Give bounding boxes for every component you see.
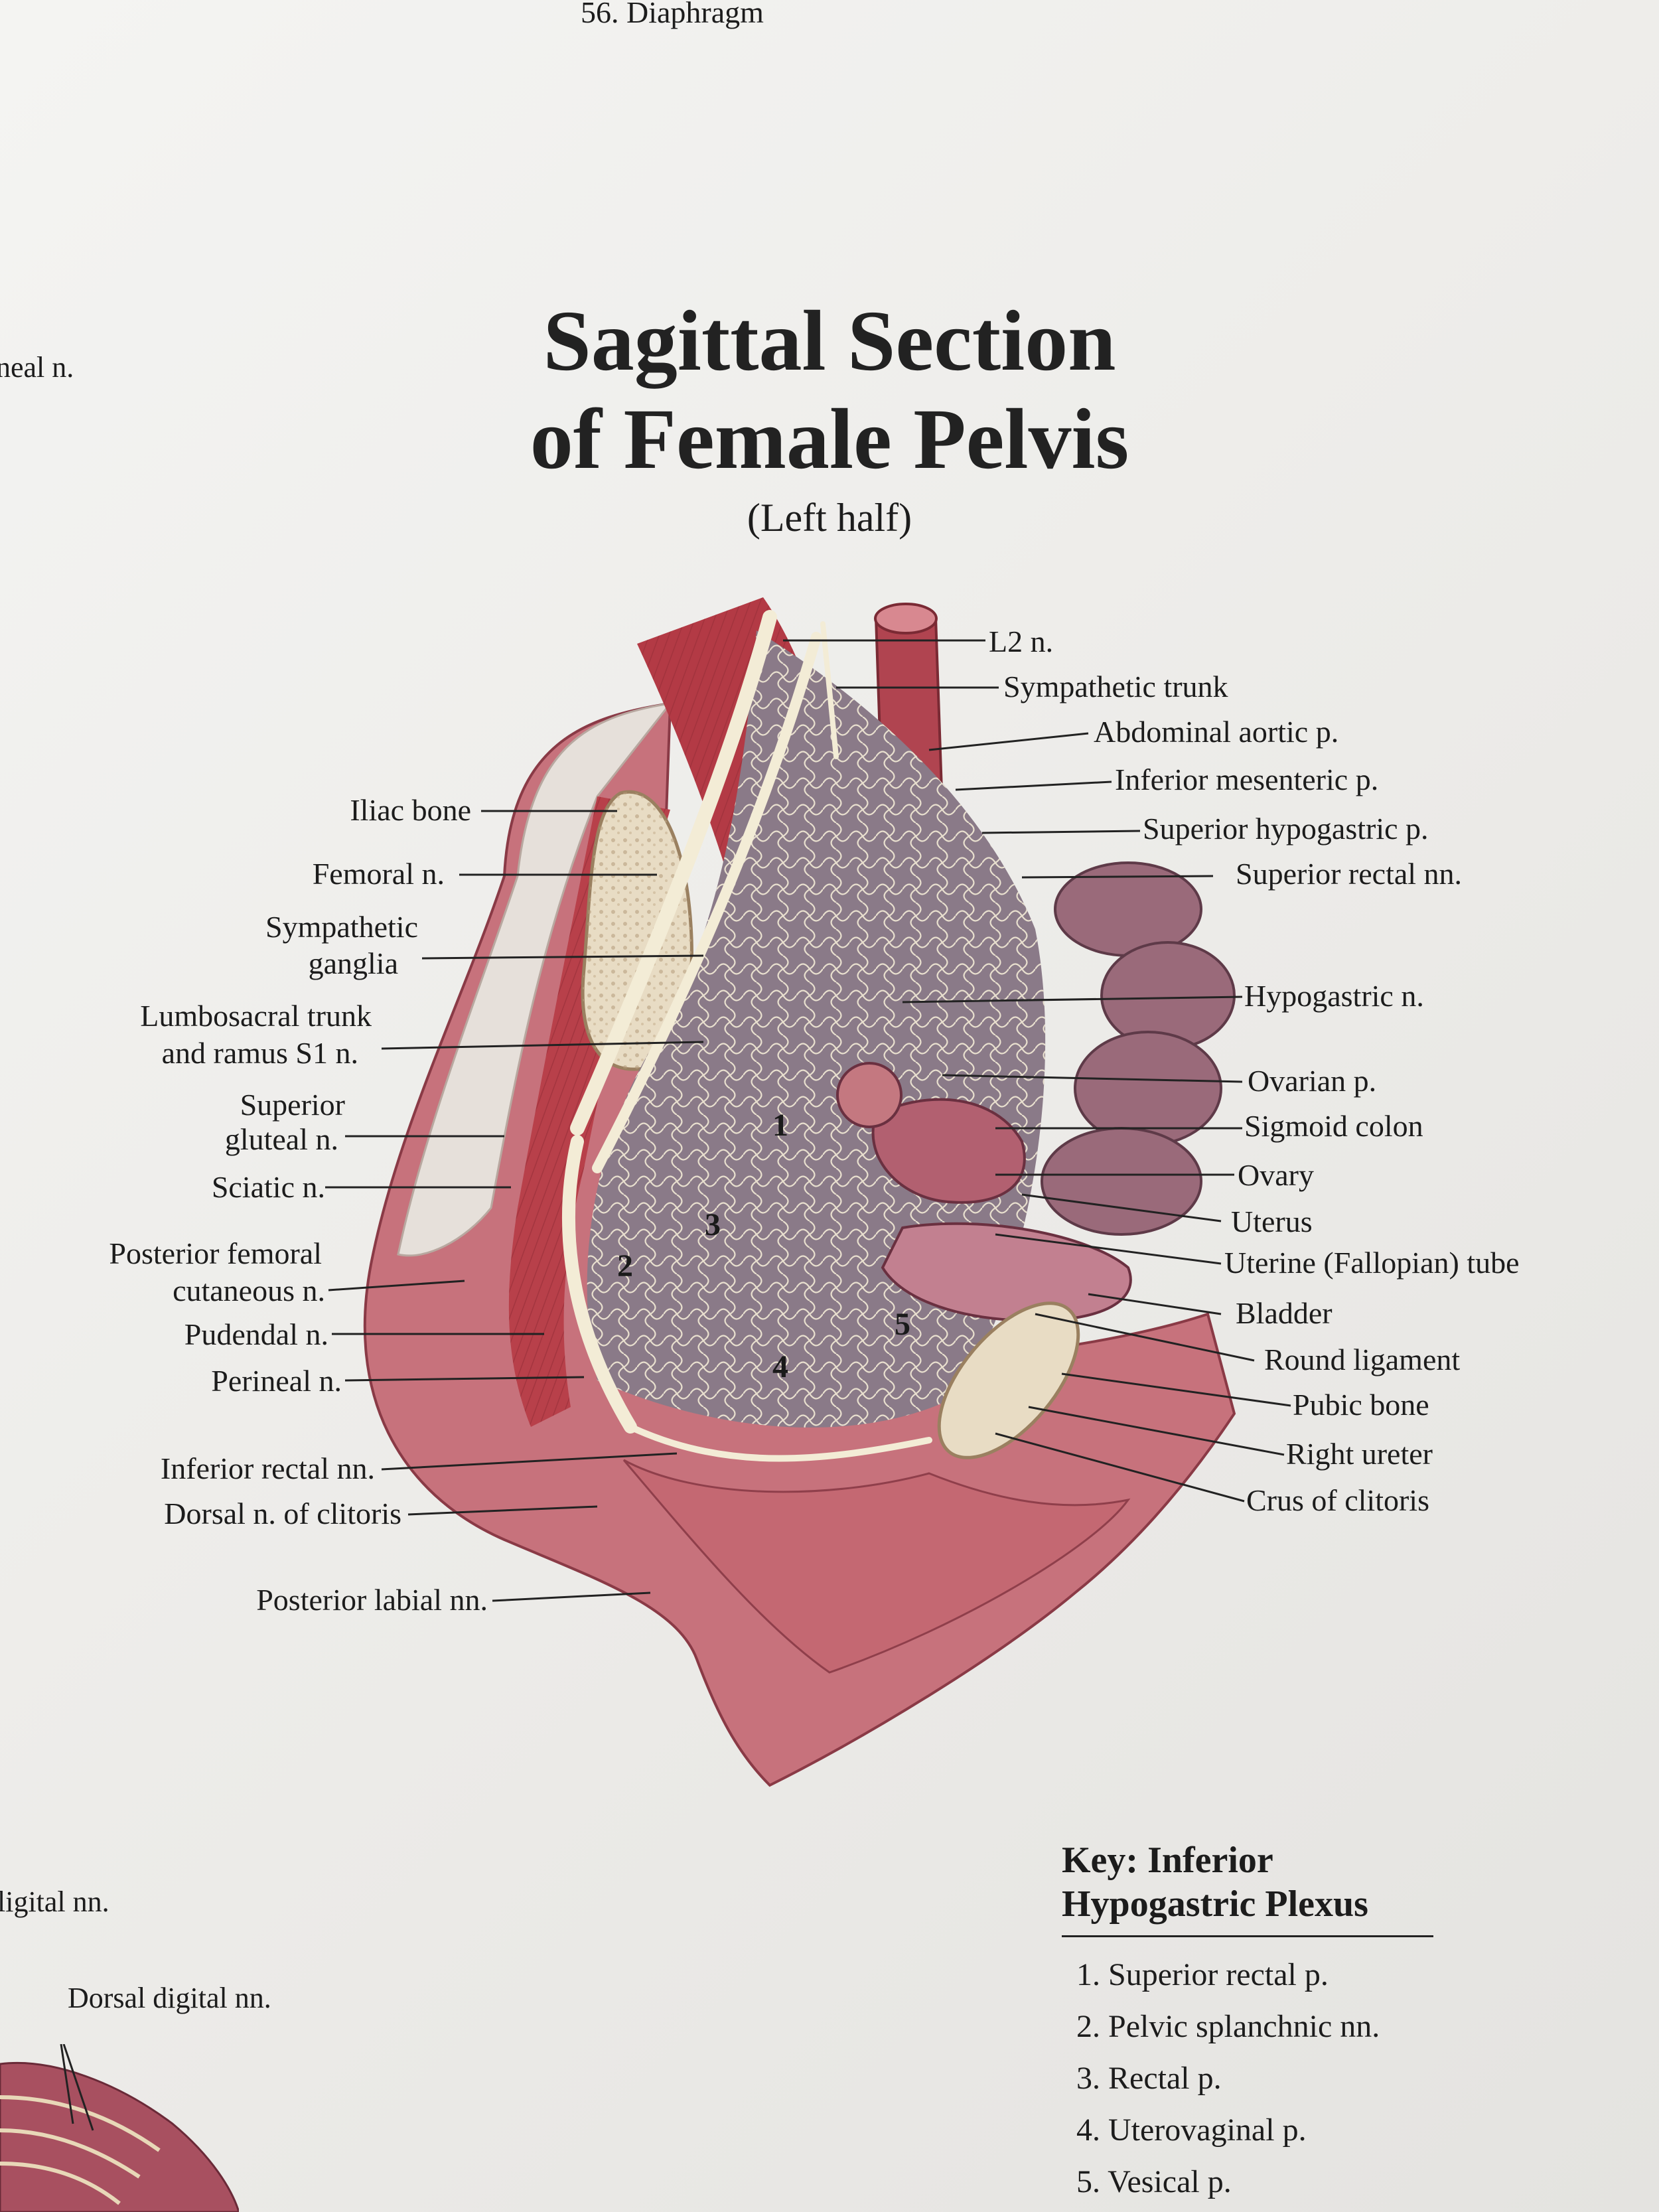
label-iliac-bone: Iliac bone <box>350 793 471 827</box>
label-sigmoid-colon: Sigmoid colon <box>1244 1109 1423 1143</box>
label-ovary: Ovary <box>1238 1158 1314 1192</box>
label-superior-gluteal-line2: gluteal n. <box>224 1122 338 1156</box>
uterus-shape <box>871 1098 1026 1204</box>
leader-lines <box>325 639 1291 1602</box>
label-right-ureter: Right ureter <box>1286 1437 1433 1471</box>
label-superior-rectal-nn: Superior rectal nn. <box>1236 857 1463 891</box>
label-superior-hypogastric-p: Superior hypogastric p. <box>1143 812 1429 846</box>
page-subtitle: (Left half) <box>747 496 912 540</box>
page-title-line2: of Female Pelvis <box>530 392 1129 487</box>
sigmoid-colon <box>1041 861 1236 1236</box>
label-inferior-mesenteric-p: Inferior mesenteric p. <box>1115 763 1379 796</box>
label-posterior-femoral-line2: cutaneous n. <box>173 1274 325 1307</box>
label-pudendal-n: Pudendal n. <box>184 1317 328 1351</box>
label-uterus: Uterus <box>1231 1205 1313 1238</box>
key-panel: Key: Inferior Hypogastric Plexus 1. Supe… <box>1062 1838 1433 2208</box>
key-item: 3. Rectal p. <box>1076 2061 1222 2096</box>
marker-1: 1 <box>772 1108 788 1143</box>
label-uterine-tube: Uterine (Fallopian) tube <box>1224 1246 1520 1280</box>
label-pubic-bone: Pubic bone <box>1293 1388 1429 1422</box>
label-sympathetic-line1: Sympathetic <box>265 910 418 944</box>
key-title-line2: Hypogastric Plexus <box>1062 1883 1368 1925</box>
label-abdominal-aortic-p: Abdominal aortic p. <box>1094 715 1339 749</box>
label-ovarian-p: Ovarian p. <box>1248 1064 1377 1098</box>
key-item: 1. Superior rectal p. <box>1076 1957 1329 1992</box>
page-title-line1: Sagittal Section <box>543 293 1116 389</box>
label-posterior-labial-nn: Posterior labial nn. <box>256 1583 488 1617</box>
label-sciatic-n: Sciatic n. <box>211 1170 325 1204</box>
label-posterior-femoral-line1: Posterior femoral <box>109 1236 322 1270</box>
label-perineal-n: Perineal n. <box>211 1364 342 1398</box>
label-lumbosacral-line1: Lumbosacral trunk <box>140 999 372 1033</box>
top-caption: 56. Diaphragm <box>581 0 764 29</box>
marker-3: 3 <box>705 1207 721 1242</box>
label-femoral-n: Femoral n. <box>312 857 445 891</box>
label-round-ligament: Round ligament <box>1264 1343 1461 1376</box>
label-lumbosacral-line2: and ramus S1 n. <box>161 1036 358 1070</box>
title-block: Sagittal Section of Female Pelvis (Left … <box>0 292 1659 541</box>
outer-fat-layer <box>397 701 673 1257</box>
edge-fragment-left-top: neal n. <box>0 351 74 384</box>
marker-4: 4 <box>772 1349 788 1384</box>
label-bladder: Bladder <box>1236 1296 1333 1330</box>
marker-5: 5 <box>895 1307 910 1342</box>
marker-2: 2 <box>617 1248 633 1284</box>
key-title-line1: Key: Inferior <box>1062 1840 1273 1881</box>
key-item: 5. Vesical p. <box>1076 2164 1232 2199</box>
label-sympathetic-line2: ganglia <box>308 946 398 980</box>
label-hypogastric-n: Hypogastric n. <box>1244 979 1424 1013</box>
label-superior-gluteal-line1: Superior <box>240 1088 345 1122</box>
key-item: 4. Uterovaginal p. <box>1076 2112 1307 2148</box>
key-divider <box>1062 1935 1433 1937</box>
label-l2-n: L2 n. <box>989 625 1054 658</box>
perineum-skin <box>622 1459 1131 1674</box>
bladder-shape <box>881 1222 1132 1323</box>
label-sympathetic-trunk: Sympathetic trunk <box>1003 670 1228 703</box>
edge-fragment-left-bottom: Dorsal digital nn. <box>68 1982 271 2014</box>
hand-illustration-fragment <box>0 2044 239 2212</box>
label-inferior-rectal-nn: Inferior rectal nn. <box>160 1451 375 1485</box>
edge-fragment-left-mid: ligital nn. <box>0 1885 109 1918</box>
label-crus-clitoris: Crus of clitoris <box>1246 1483 1429 1517</box>
key-item: 2. Pelvic splanchnic nn. <box>1076 2009 1380 2044</box>
label-dorsal-n-clitoris: Dorsal n. of clitoris <box>164 1497 401 1530</box>
